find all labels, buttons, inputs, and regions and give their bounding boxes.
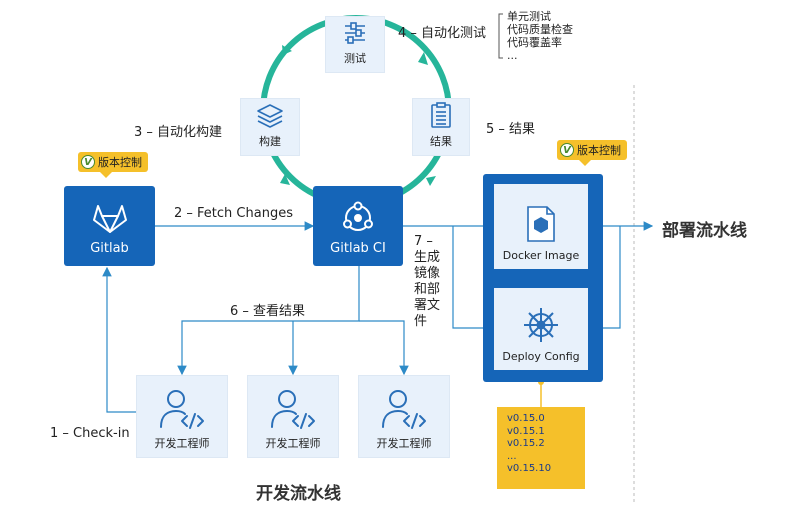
layers-icon (257, 104, 283, 128)
version-item: v0.15.1 (507, 425, 545, 437)
version-item: v0.15.10 (507, 463, 552, 474)
checkin-arrow (102, 266, 136, 413)
gitlab-label: Gitlab (90, 241, 129, 256)
cycle-arrow-1 (418, 52, 428, 65)
test-items-bracket (498, 13, 503, 59)
test-node: 测试 (325, 16, 385, 73)
list-item: ... (507, 49, 518, 62)
gitlab-icon (92, 205, 127, 233)
version-item: ... (507, 450, 517, 462)
docker-image-node: Docker Image (494, 184, 588, 269)
version-control-icon: V (560, 143, 574, 157)
dev-pipeline-title: 开发流水线 (256, 484, 341, 504)
step-build-label: 3 – 自动化构建 (134, 125, 223, 140)
version-item: v0.15.0 (507, 413, 545, 424)
developer-icon (271, 390, 315, 429)
gitlab-ci-node: Gitlab CI (313, 186, 403, 266)
version-control-icon: V (81, 155, 95, 169)
version-item: v0.15.2 (507, 438, 545, 449)
result-node-label: 结果 (430, 135, 452, 148)
ci-share-icon (343, 201, 373, 231)
deploy-config-node: Deploy Config (494, 288, 588, 370)
build-node-label: 构建 (259, 135, 281, 148)
result-node: 结果 (412, 98, 470, 156)
sliders-icon (345, 22, 365, 44)
list-item: 代码质量检查 (507, 23, 573, 36)
developer-icon (382, 390, 426, 429)
test-node-label: 测试 (344, 52, 366, 65)
step-view-label: 6 – 查看结果 (230, 304, 306, 319)
developer-node: 开发工程师 (247, 375, 339, 458)
ship-wheel-icon (524, 308, 558, 342)
docker-image-file-icon (527, 206, 555, 242)
step-fetch-label: 2 – Fetch Changes (174, 206, 293, 221)
developer-node: 开发工程师 (136, 375, 228, 458)
version-control-badge: V 版本控制 (557, 140, 627, 166)
version-control-badge-label: 版本控制 (98, 156, 142, 169)
list-item: 代码覆盖率 (507, 36, 562, 49)
version-tags: v0.15.0 v0.15.1 v0.15.2 ... v0.15.10 (497, 407, 585, 489)
deploy-pipeline-title: 部署流水线 (662, 221, 747, 241)
version-control-badge-label: 版本控制 (577, 144, 621, 157)
developer-icon (160, 390, 204, 429)
deploy-config-label: Deploy Config (502, 350, 580, 363)
gitlab-node: Gitlab (64, 186, 155, 266)
developer-node: 开发工程师 (358, 375, 450, 458)
view-results-line (177, 266, 360, 376)
cycle-arrow-3 (280, 174, 290, 185)
developer-label: 开发工程师 (376, 437, 432, 450)
docker-image-label: Docker Image (502, 249, 580, 262)
version-control-badge: V 版本控制 (78, 152, 148, 178)
test-items-list: 单元测试 代码质量检查 代码覆盖率 ... (507, 10, 573, 62)
step-test-label: 4 – 自动化测试 (398, 26, 487, 41)
clipboard-icon (431, 102, 451, 128)
cycle-arrow-2 (426, 176, 436, 186)
step-result-label: 5 – 结果 (486, 122, 536, 137)
step-checkin-label: 1 – Check-in (50, 426, 130, 441)
developer-label: 开发工程师 (154, 437, 210, 450)
build-node: 构建 (240, 98, 300, 156)
developer-label: 开发工程师 (265, 437, 321, 450)
gitlab-ci-label: Gitlab CI (330, 241, 386, 256)
cycle-arrow-4 (282, 45, 292, 55)
step-deploy-label: 7 – 生成 镜像 和部 署文 件 (414, 234, 441, 329)
list-item: 单元测试 (507, 10, 551, 23)
